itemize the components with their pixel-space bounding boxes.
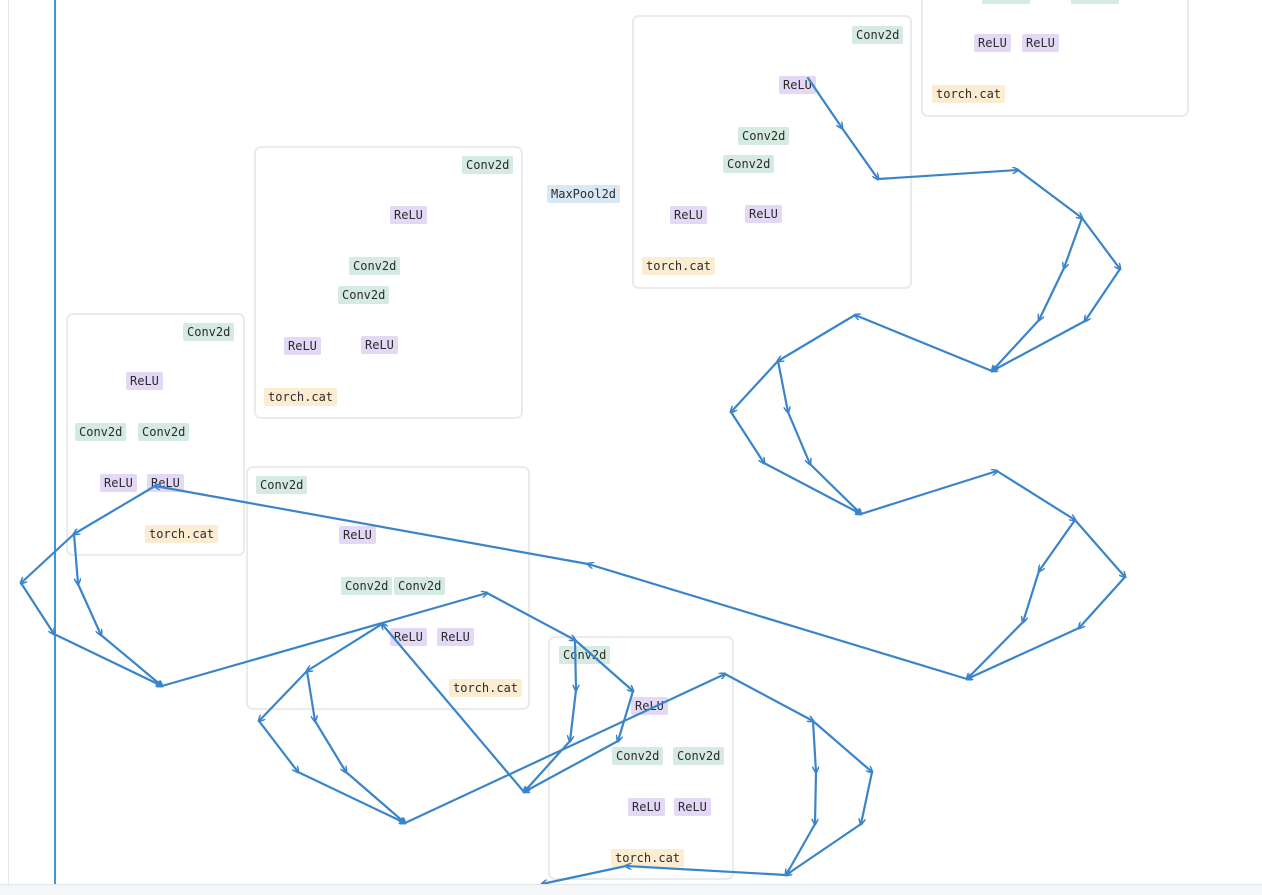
conv2d-node-clipped <box>982 0 1030 4</box>
edge-line <box>855 315 994 373</box>
conv2d-node[interactable]: Conv2d <box>349 257 401 275</box>
edge-line <box>776 359 788 412</box>
torch-cat-node[interactable]: torch.cat <box>449 679 523 697</box>
edge-line <box>967 626 1081 679</box>
torch-cat-node[interactable]: torch.cat <box>642 257 716 275</box>
edge-line <box>1085 267 1122 321</box>
edge-line <box>861 770 874 824</box>
edge-line <box>786 822 817 875</box>
maxpool2d-node[interactable]: MaxPool2d <box>547 185 621 203</box>
relu-node[interactable]: ReLU <box>147 474 184 492</box>
relu-node[interactable]: ReLU <box>339 526 376 544</box>
conv2d-node[interactable]: Conv2d <box>183 323 235 341</box>
relu-node[interactable]: ReLU <box>361 336 398 354</box>
relu-node[interactable]: ReLU <box>100 474 137 492</box>
relu-node[interactable]: ReLU <box>390 628 427 646</box>
edge-line <box>1064 216 1084 268</box>
edge-line <box>1039 266 1066 320</box>
edge-line <box>19 581 54 634</box>
relu-node[interactable]: ReLU <box>1022 34 1059 52</box>
canvas-left-border <box>8 0 9 885</box>
edge-line <box>313 719 346 772</box>
conv2d-node[interactable]: Conv2d <box>723 155 775 173</box>
relu-node[interactable]: ReLU <box>126 372 163 390</box>
conv2d-node[interactable]: Conv2d <box>852 26 904 44</box>
torch-cat-node[interactable]: torch.cat <box>611 849 685 867</box>
accent-guide-line <box>54 0 56 885</box>
edge-line <box>995 469 1075 520</box>
conv2d-node[interactable]: Conv2d <box>338 286 390 304</box>
edge-line <box>1079 575 1127 628</box>
module-group-3[interactable] <box>632 15 912 289</box>
edge-line <box>1039 518 1077 571</box>
edge-line <box>808 462 861 514</box>
conv2d-node[interactable]: Conv2d <box>462 156 514 174</box>
edge-line <box>811 719 816 772</box>
edge-line <box>1080 216 1120 269</box>
edge-line <box>1023 569 1041 622</box>
relu-node[interactable]: ReLU <box>779 76 816 94</box>
conv2d-node[interactable]: Conv2d <box>559 646 611 664</box>
edge-line <box>786 822 863 875</box>
conv2d-node[interactable]: Conv2d <box>738 127 790 145</box>
edge-line <box>1073 518 1125 577</box>
relu-node[interactable]: ReLU <box>390 206 427 224</box>
relu-node[interactable]: ReLU <box>974 34 1011 52</box>
relu-node[interactable]: ReLU <box>437 628 474 646</box>
conv2d-node[interactable]: Conv2d <box>673 747 725 765</box>
torch-cat-node[interactable]: torch.cat <box>145 525 219 543</box>
relu-node[interactable]: ReLU <box>745 205 782 223</box>
edge-line <box>296 770 405 823</box>
edge-line <box>786 410 810 464</box>
relu-node[interactable]: ReLU <box>670 206 707 224</box>
edge-line <box>815 770 816 824</box>
edge-line <box>967 620 1025 679</box>
edge-line <box>859 471 997 516</box>
edge-line <box>257 719 298 772</box>
conv2d-node[interactable]: Conv2d <box>341 577 393 595</box>
relu-node[interactable]: ReLU <box>628 798 665 816</box>
module-group-2[interactable] <box>254 146 523 419</box>
relu-node[interactable]: ReLU <box>674 798 711 816</box>
conv2d-node[interactable]: Conv2d <box>612 747 664 765</box>
relu-node[interactable]: ReLU <box>284 337 321 355</box>
edge-line <box>76 582 101 635</box>
edge-line <box>992 318 1041 371</box>
edge-line <box>762 461 861 514</box>
conv2d-node[interactable]: Conv2d <box>394 577 446 595</box>
conv2d-node-clipped <box>1071 0 1119 4</box>
module-group-4[interactable] <box>921 0 1189 117</box>
edge-line <box>778 313 857 361</box>
edge-line <box>52 632 162 686</box>
edge-line <box>344 770 405 823</box>
edge-line <box>992 319 1087 371</box>
canvas-bottom-bar <box>0 884 1262 895</box>
edge-line <box>99 633 162 686</box>
edge-line <box>1016 168 1082 218</box>
edge-line <box>811 719 872 772</box>
conv2d-node[interactable]: Conv2d <box>75 423 127 441</box>
conv2d-node[interactable]: Conv2d <box>256 476 308 494</box>
edge-line <box>729 410 764 463</box>
edge-line <box>723 672 813 721</box>
torch-cat-node[interactable]: torch.cat <box>264 388 338 406</box>
torch-cat-node[interactable]: torch.cat <box>932 85 1006 103</box>
conv2d-node[interactable]: Conv2d <box>138 423 190 441</box>
relu-node[interactable]: ReLU <box>631 697 668 715</box>
edge-line <box>731 359 780 412</box>
